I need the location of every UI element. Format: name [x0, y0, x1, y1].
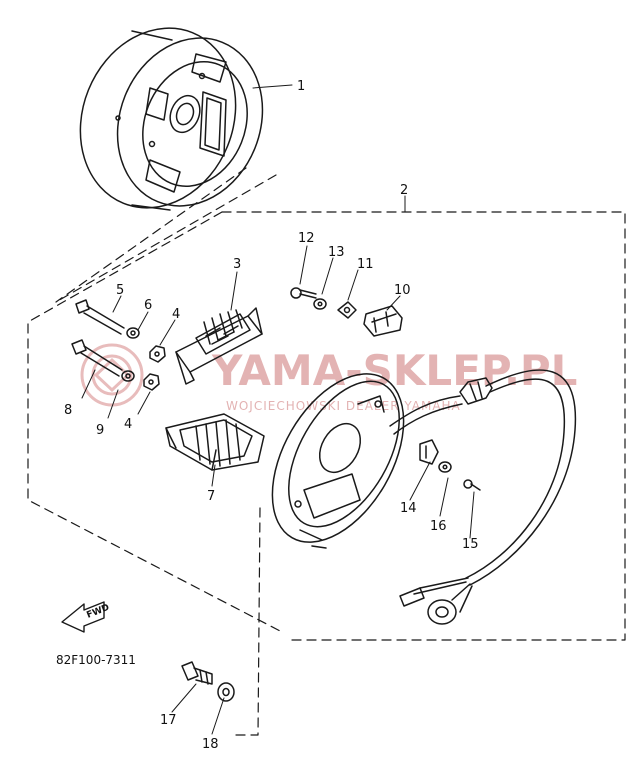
connector-10 [363, 305, 403, 337]
callout-labels: 1 2 3 4 4 5 6 7 8 9 10 11 12 13 14 15 16… [64, 79, 479, 752]
part-code: 82F100-7311 [56, 653, 136, 667]
clip-14 [419, 439, 439, 465]
callout-3: 3 [233, 257, 241, 272]
washer-9 [121, 370, 135, 382]
washer-16 [438, 461, 452, 473]
rotor-flywheel [79, 27, 264, 211]
washer-13 [313, 298, 327, 310]
charge-coil-upper [175, 307, 263, 385]
clamp-11 [337, 301, 357, 319]
stator-base-plate [271, 373, 405, 549]
washer-18 [217, 682, 235, 702]
callout-9: 9 [96, 423, 104, 438]
callout-6: 6 [144, 298, 152, 313]
callout-2: 2 [400, 183, 408, 198]
callout-15: 15 [462, 537, 479, 552]
callout-18: 18 [202, 737, 219, 752]
leader-lines [81, 84, 475, 735]
callout-10: 10 [394, 283, 411, 298]
bolt-5 [75, 299, 125, 335]
washer-6 [126, 327, 140, 339]
bolt-8 [71, 339, 123, 377]
bolt-17 [181, 661, 213, 685]
callout-4-upper: 4 [172, 307, 180, 322]
nut-4-upper [149, 345, 166, 363]
callout-7: 7 [207, 489, 215, 504]
assembly-boundary [27, 167, 626, 736]
callout-14: 14 [400, 501, 417, 516]
fwd-arrow-icon [61, 601, 105, 633]
callout-4-lower: 4 [124, 417, 132, 432]
wire-harness [389, 369, 577, 625]
callout-16: 16 [430, 519, 447, 534]
callout-13: 13 [328, 245, 345, 260]
screw-12 [290, 287, 317, 299]
nut-4-lower [143, 373, 160, 391]
callout-17: 17 [160, 713, 177, 728]
screw-15 [463, 479, 481, 491]
callout-1: 1 [297, 79, 305, 94]
callout-12: 12 [298, 231, 315, 246]
callout-5: 5 [116, 283, 124, 298]
callout-11: 11 [357, 257, 374, 272]
watermark-logo [80, 343, 144, 407]
callout-8: 8 [64, 403, 72, 418]
pickup-coil-lower [165, 413, 265, 471]
